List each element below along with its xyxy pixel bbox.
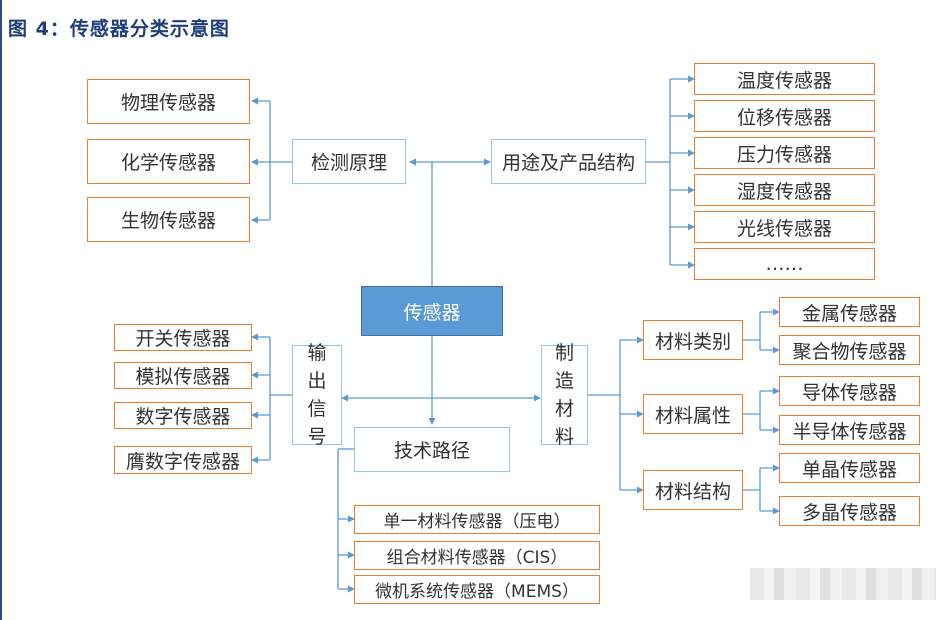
- material-item-semiconductor: 半导体传感器: [779, 415, 920, 445]
- output-item-digital: 数字传感器: [114, 402, 252, 429]
- left-accent-bar: [0, 0, 2, 620]
- material-char: 制: [554, 342, 574, 364]
- detection-principle-node: 检测原理: [292, 139, 406, 184]
- material-category-node: 材料类别: [643, 320, 743, 360]
- detection-item-physical: 物理传感器: [87, 79, 250, 124]
- usage-item-ellipsis: ……: [694, 248, 875, 280]
- figure-title: 图 4：传感器分类示意图: [8, 18, 230, 40]
- usage-item-displacement: 位移传感器: [694, 100, 875, 132]
- usage-item-light: 光线传感器: [694, 211, 875, 243]
- detection-item-biological: 生物传感器: [87, 197, 250, 242]
- output-signal-char: 信: [307, 398, 327, 420]
- blurred-watermark: [750, 568, 936, 600]
- output-signal-char: 输: [307, 342, 327, 364]
- output-item-analog: 模拟传感器: [114, 362, 252, 389]
- usage-item-humidity: 湿度传感器: [694, 174, 875, 206]
- technology-item-single-material: 单一材料传感器（压电）: [354, 505, 600, 534]
- output-signal-char: 号: [307, 426, 327, 448]
- manufacturing-material-node: 制 造 材 料: [541, 342, 588, 448]
- output-item-pseudo-digital: 膺数字传感器: [114, 446, 252, 474]
- material-char: 造: [554, 370, 574, 392]
- usage-item-temperature: 温度传感器: [694, 63, 875, 95]
- technology-item-composite-material: 组合材料传感器（CIS）: [354, 541, 600, 570]
- output-item-switch: 开关传感器: [114, 324, 252, 351]
- usage-item-pressure: 压力传感器: [694, 137, 875, 169]
- material-item-polymer: 聚合物传感器: [779, 335, 920, 365]
- material-item-conductor: 导体传感器: [779, 376, 920, 406]
- material-item-single-crystal: 单晶传感器: [779, 453, 920, 483]
- detection-item-chemical: 化学传感器: [87, 139, 250, 184]
- material-property-node: 材料属性: [643, 394, 743, 434]
- usage-structure-node: 用途及产品结构: [491, 139, 646, 184]
- material-item-polycrystal: 多晶传感器: [779, 496, 920, 526]
- technology-item-mems: 微机系统传感器（MEMS）: [354, 575, 600, 604]
- output-signal-char: 出: [307, 370, 327, 392]
- material-char: 料: [554, 426, 574, 448]
- material-item-metal: 金属传感器: [779, 297, 920, 327]
- output-signal-node: 输 出 信 号: [292, 342, 342, 448]
- center-node: 传感器: [361, 286, 503, 336]
- technology-path-node: 技术路径: [354, 427, 510, 472]
- material-char: 材: [554, 398, 574, 420]
- material-structure-node: 材料结构: [643, 470, 743, 510]
